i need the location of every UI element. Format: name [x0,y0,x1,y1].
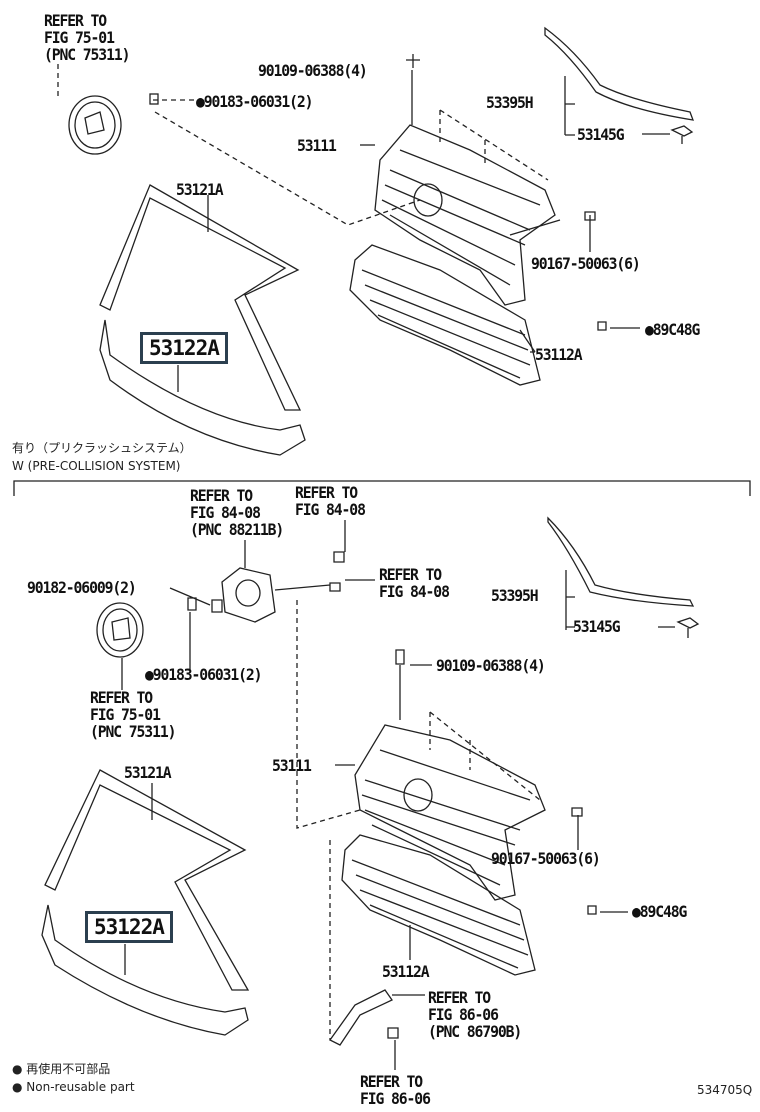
figure-id: 534705Q [697,1083,753,1097]
part-90183-label-2: ●90183-06031(2) [145,665,262,684]
grille-lower-upper [349,244,541,386]
part-53395h-label: 53395H [486,93,534,112]
part-90167-label: 90167-50063(6) [531,254,641,273]
part-90109-label-2: 90109-06388(4) [436,656,546,675]
grille-upper-2 [354,724,546,901]
section-divider [13,480,751,496]
part-90182-label: 90182-06009(2) [27,578,137,597]
molding-lower-upper [99,319,306,456]
molding-frame-upper [99,184,302,411]
part-89c48g-label-2: ●89C48G [632,902,687,921]
caption-jp: 有り（プリクラッシュシステム） [12,441,192,455]
part-53145g-label: 53145G [577,125,625,144]
part-53122a-highlight[interactable]: 53122A [140,332,228,364]
camera-cable [329,989,393,1046]
grille-upper [374,124,556,306]
emblem-icon-2 [96,602,144,658]
part-53395h-label-2: 53395H [491,586,539,605]
part-90109-label: 90109-06388(4) [258,61,368,80]
part-53121a-label: 53121A [176,180,224,199]
part-53122a-highlight-2[interactable]: 53122A [85,911,173,943]
legend-jp: ● 再使用不可部品 [12,1062,111,1076]
part-53111-label: 53111 [297,136,337,155]
part-53112a-label: 53112A [535,345,583,364]
legend-en: ● Non-reusable part [12,1080,135,1094]
caption-en: W (PRE-COLLISION SYSTEM) [12,459,181,473]
part-53111-label-2: 53111 [272,756,312,775]
molding-lower-lower [41,904,249,1036]
sensor-bracket [221,567,276,623]
part-53145g-label-2: 53145G [573,617,621,636]
part-53121a-label-2: 53121A [124,763,172,782]
emblem-icon [68,95,122,155]
grille-lower-2 [341,834,536,976]
part-90167-label-2: 90167-50063(6) [491,849,601,868]
molding-frame-lower [44,769,250,991]
part-90183-label: ●90183-06031(2) [196,92,313,111]
part-53112a-label-2: 53112A [382,962,430,981]
part-89c48g-label: ●89C48G [645,320,700,339]
